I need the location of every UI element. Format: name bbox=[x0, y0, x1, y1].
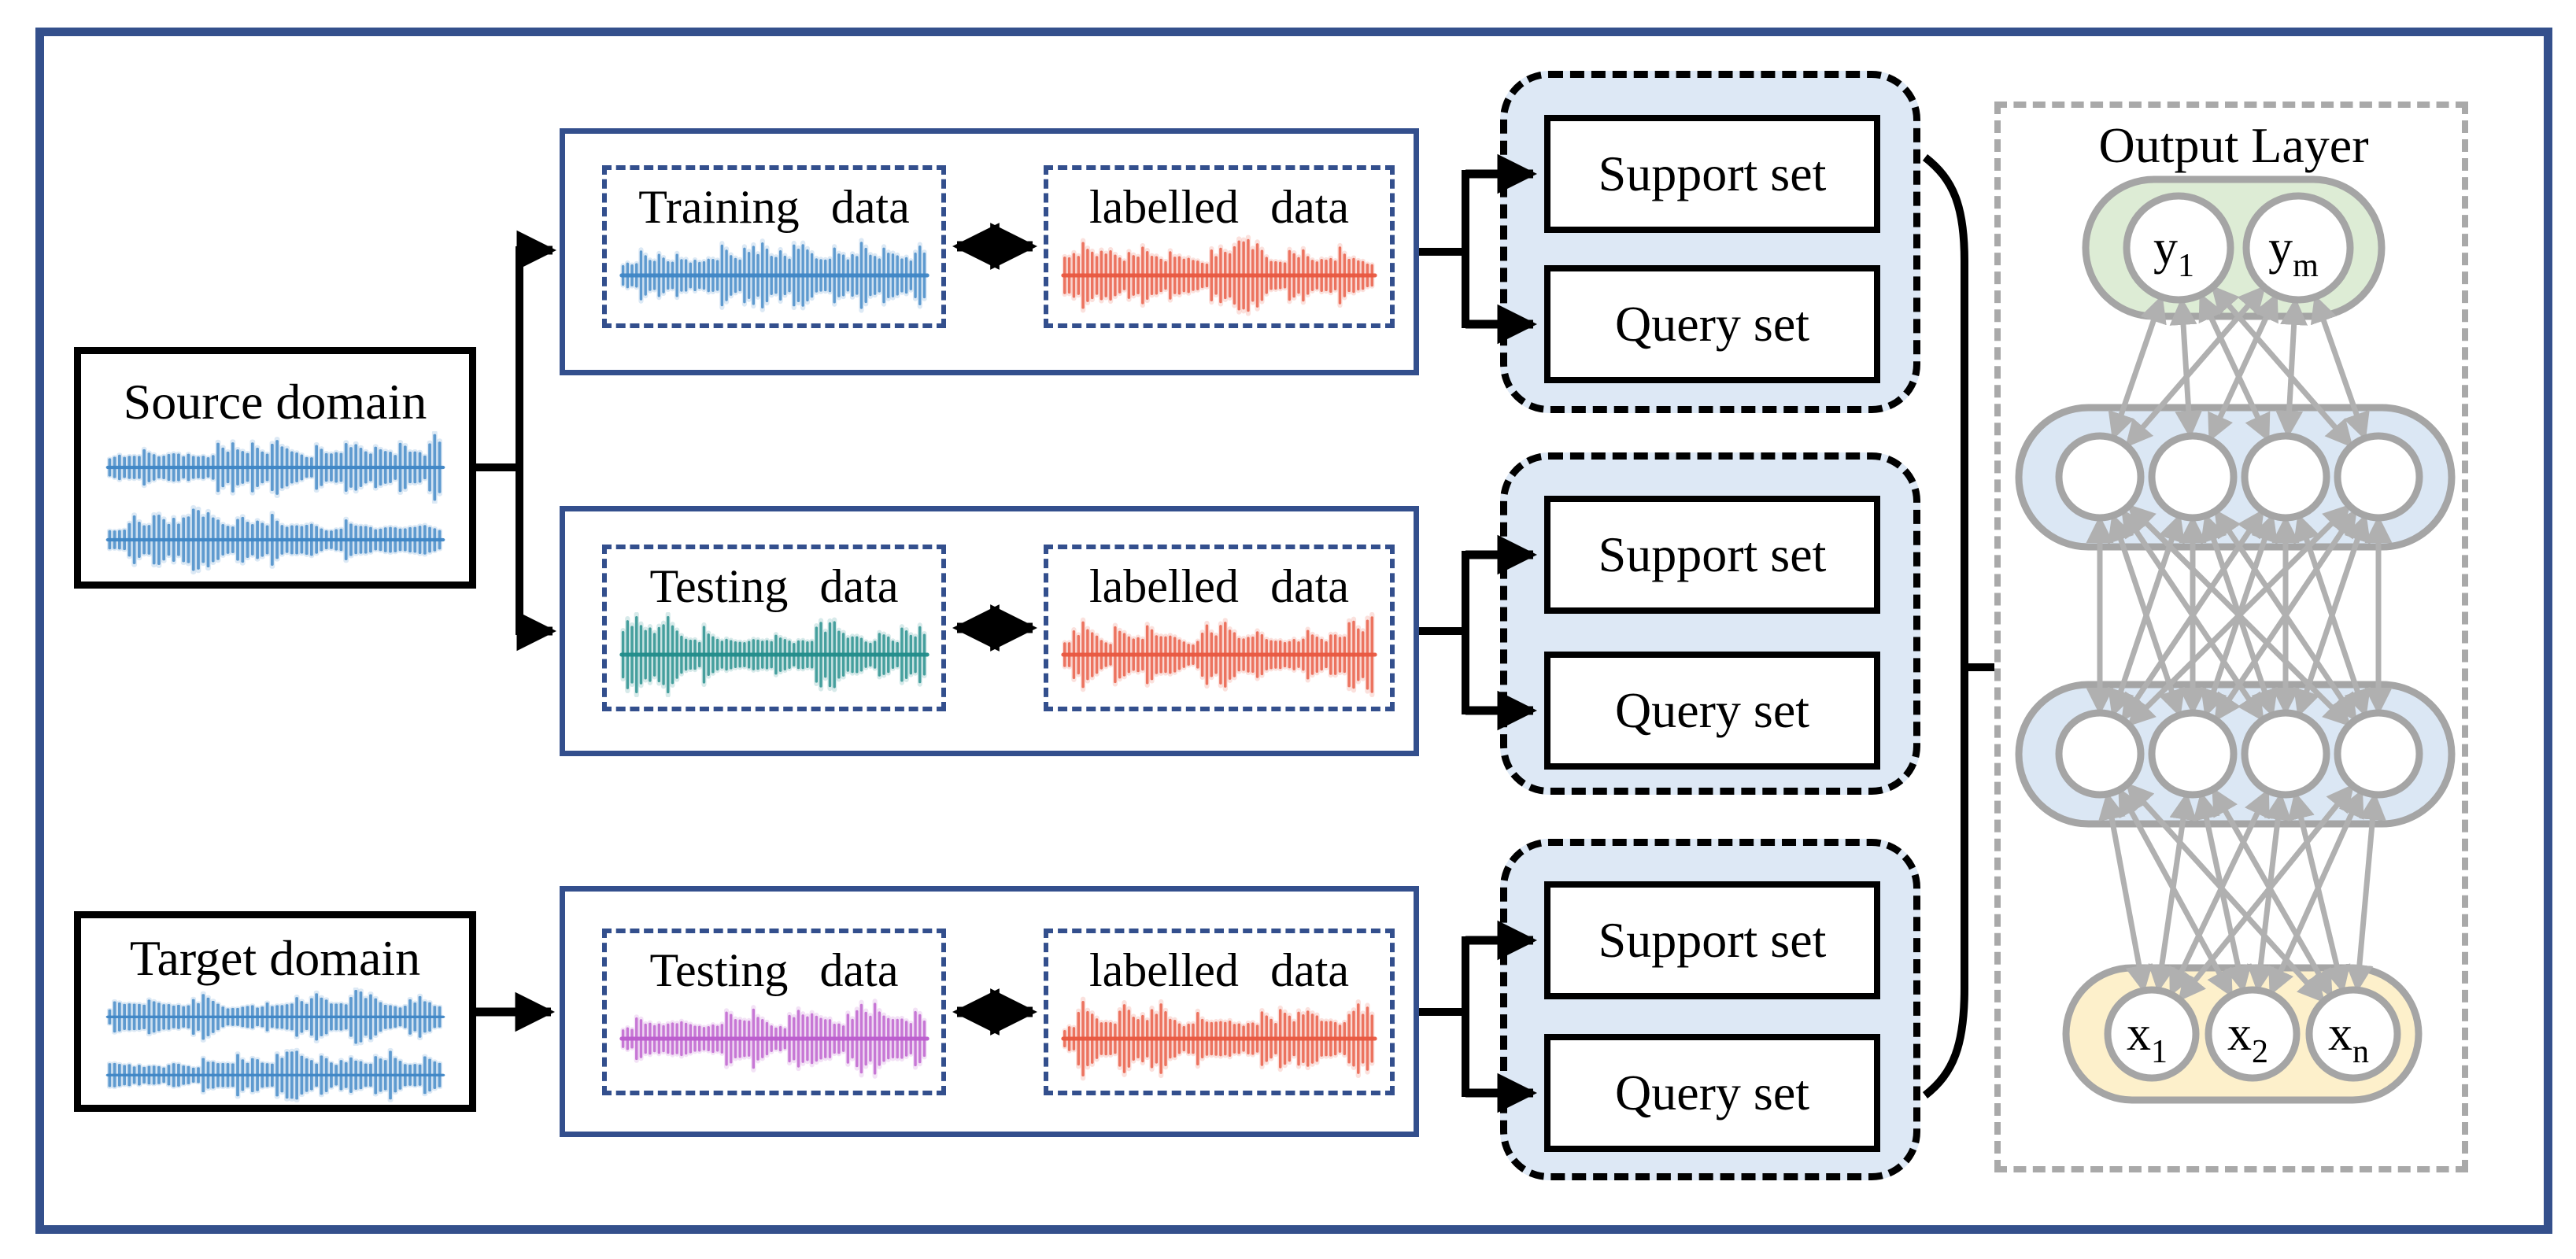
query-set-label-3: Query set bbox=[1614, 1065, 1810, 1121]
source-waveform-1 bbox=[105, 430, 445, 504]
target-waveform-2 bbox=[105, 1047, 445, 1103]
outer-frame bbox=[35, 28, 2552, 1234]
training-data-label: Training data bbox=[638, 181, 910, 233]
query-set-box-1: Query set bbox=[1544, 265, 1880, 383]
support-set-label-2: Support set bbox=[1598, 526, 1827, 583]
support-set-label-3: Support set bbox=[1598, 912, 1827, 969]
target-waveform-1 bbox=[105, 987, 445, 1047]
testing-data-label-target: Testing data bbox=[649, 944, 899, 996]
support-set-label-1: Support set bbox=[1598, 146, 1827, 202]
support-set-box-3: Support set bbox=[1544, 881, 1880, 999]
support-set-box-1: Support set bbox=[1544, 115, 1880, 233]
support-set-box-2: Support set bbox=[1544, 496, 1880, 614]
target-domain-label: Target domain bbox=[129, 930, 421, 986]
query-set-box-3: Query set bbox=[1544, 1034, 1880, 1152]
testing-waveform-target bbox=[619, 999, 930, 1079]
testing-data-box-target: Testing data bbox=[602, 929, 946, 1095]
labelled-waveform-3 bbox=[1061, 996, 1377, 1081]
testing-waveform-source bbox=[619, 612, 930, 697]
query-set-label-1: Query set bbox=[1614, 296, 1810, 353]
labelled-data-box-1: labelled data bbox=[1044, 165, 1395, 328]
training-waveform bbox=[619, 238, 930, 313]
source-domain-box: Source domain bbox=[74, 347, 476, 589]
query-set-label-2: Query set bbox=[1614, 682, 1810, 739]
source-domain-label: Source domain bbox=[123, 374, 427, 430]
training-data-box: Training data bbox=[602, 165, 946, 328]
testing-data-label-source: Testing data bbox=[649, 560, 899, 612]
labelled-data-box-3: labelled data bbox=[1044, 929, 1395, 1095]
labelled-data-label-2: labelled data bbox=[1088, 560, 1350, 612]
labelled-data-label-3: labelled data bbox=[1088, 944, 1350, 996]
output-layer-title: Output Layer bbox=[2098, 117, 2369, 173]
labelled-data-box-2: labelled data bbox=[1044, 545, 1395, 711]
labelled-waveform-2 bbox=[1061, 612, 1377, 697]
testing-data-box-source: Testing data bbox=[602, 545, 946, 711]
target-domain-box: Target domain bbox=[74, 911, 476, 1112]
source-waveform-2 bbox=[105, 504, 445, 574]
query-set-box-2: Query set bbox=[1544, 652, 1880, 770]
labelled-data-label-1: labelled data bbox=[1088, 181, 1350, 233]
network-panel bbox=[1994, 102, 2468, 1172]
labelled-waveform-1 bbox=[1061, 234, 1377, 316]
